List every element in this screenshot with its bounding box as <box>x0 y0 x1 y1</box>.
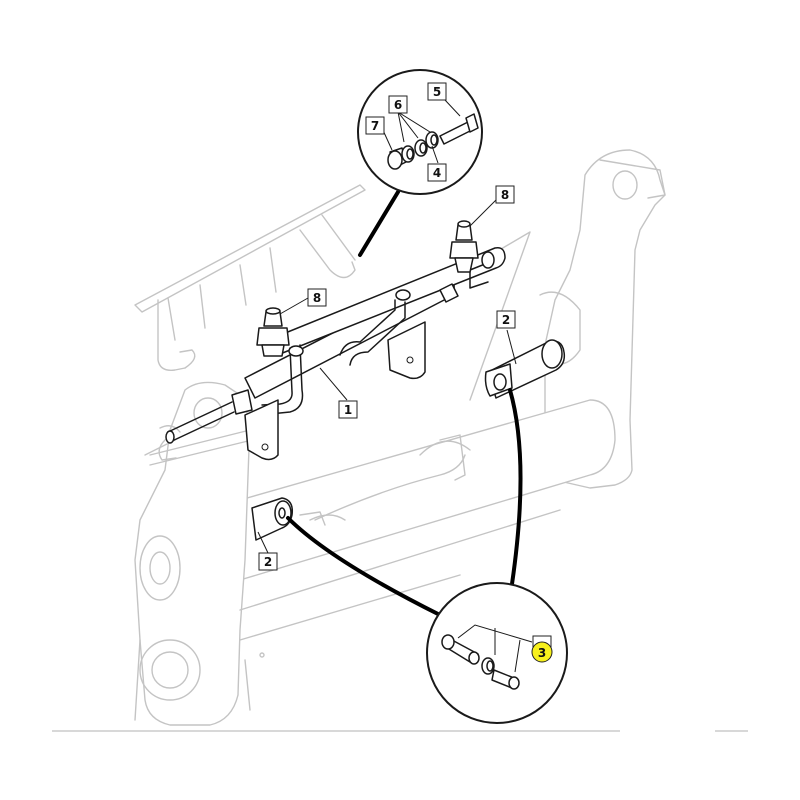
svg-text:8: 8 <box>313 291 321 305</box>
callout-7[interactable]: 7 <box>365 116 385 135</box>
loader-frame-ghost <box>52 149 748 732</box>
detail-connectors <box>286 190 523 617</box>
callout-3-highlighted[interactable]: 3 <box>531 635 553 663</box>
callout-1[interactable]: 1 <box>338 400 358 419</box>
svg-text:5: 5 <box>433 85 441 99</box>
svg-text:3: 3 <box>538 646 546 660</box>
svg-text:7: 7 <box>371 119 379 133</box>
pivot-pin-right <box>484 339 566 399</box>
callout-8-upper[interactable]: 8 <box>495 185 515 204</box>
grease-nipple-lower <box>256 307 290 357</box>
callout-8-lower[interactable]: 8 <box>307 288 327 307</box>
callout-2-right[interactable]: 2 <box>496 310 516 329</box>
svg-text:2: 2 <box>264 555 272 569</box>
grease-manifold-assembly <box>165 246 506 461</box>
grease-nipple-upper <box>449 220 479 273</box>
callout-6[interactable]: 6 <box>388 95 408 114</box>
callout-5[interactable]: 5 <box>427 82 447 101</box>
detail-circle-bottom <box>426 582 568 724</box>
svg-text:6: 6 <box>394 98 402 112</box>
svg-text:4: 4 <box>433 166 441 180</box>
callout-4[interactable]: 4 <box>427 163 447 182</box>
svg-text:1: 1 <box>344 403 352 417</box>
label-leaders <box>257 195 517 554</box>
svg-text:2: 2 <box>502 313 510 327</box>
callout-2-left[interactable]: 2 <box>258 552 278 571</box>
svg-text:8: 8 <box>501 188 509 202</box>
